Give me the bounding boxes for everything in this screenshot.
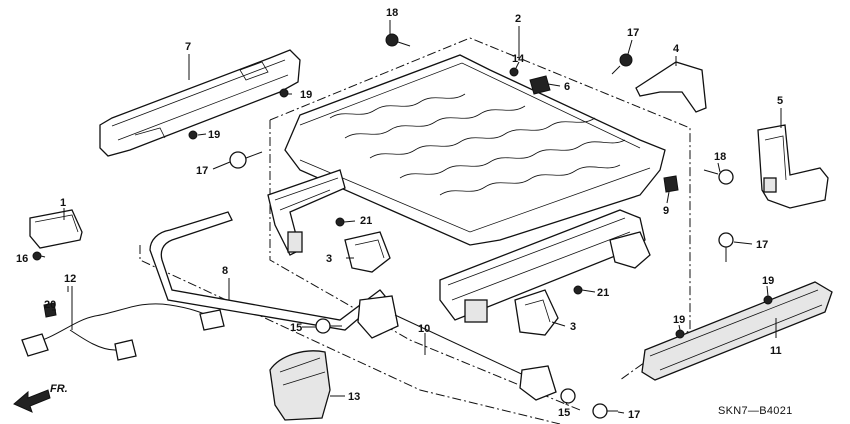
callout-1: 1 — [60, 197, 66, 209]
callout-4: 4 — [673, 43, 680, 55]
part-3-cover-right — [514, 289, 559, 336]
callout-19: 19 — [762, 275, 774, 287]
callout-21: 21 — [597, 287, 609, 299]
callout-21: 21 — [360, 215, 372, 227]
part-8-bar — [149, 211, 386, 331]
callout-17: 17 — [756, 239, 768, 251]
part-7-rail-cover — [99, 49, 301, 157]
callout-13: 13 — [348, 391, 360, 403]
left-rail — [267, 169, 346, 256]
callout-6: 6 — [564, 81, 570, 93]
part-10-rod — [357, 295, 557, 401]
part-12-harness — [21, 286, 225, 361]
callout-11: 11 — [770, 345, 782, 357]
callout-17: 17 — [196, 165, 208, 177]
callout-labels: 1 2 3 3 4 5 6 7 8 9 10 11 12 13 14 15 15… — [16, 7, 783, 421]
part-5-cover — [757, 124, 829, 209]
callout-5: 5 — [777, 95, 783, 107]
callout-16: 16 — [16, 253, 28, 265]
part-2-seat-frame — [284, 26, 666, 246]
callout-19: 19 — [208, 129, 220, 141]
callout-12: 12 — [64, 273, 76, 285]
callout-3: 3 — [326, 253, 332, 265]
right-rail — [439, 209, 651, 323]
callout-8: 8 — [222, 265, 228, 277]
callout-20: 20 — [44, 299, 56, 311]
part-13-side-cover — [269, 350, 331, 421]
diagram-code: SKN7—B4021 — [718, 405, 793, 417]
leader-lines — [40, 20, 782, 414]
callout-15: 15 — [290, 322, 302, 334]
part-4-bracket — [635, 61, 707, 113]
callout-19: 19 — [300, 89, 312, 101]
callout-18: 18 — [386, 7, 398, 19]
part-1-module — [29, 209, 83, 249]
callout-9: 9 — [663, 205, 669, 217]
callout-7: 7 — [185, 41, 191, 53]
callout-17: 17 — [628, 409, 640, 421]
callout-2: 2 — [515, 13, 521, 25]
fasteners — [32, 33, 773, 419]
part-3-cover-left — [344, 231, 391, 273]
callout-14: 14 — [512, 53, 525, 65]
part-11-rail-cover — [641, 281, 833, 381]
callout-17: 17 — [627, 27, 639, 39]
callout-18: 18 — [714, 151, 726, 163]
direction-label: FR. — [50, 383, 68, 395]
callout-10: 10 — [418, 323, 430, 335]
callout-3: 3 — [570, 321, 576, 333]
front-direction-arrow: FR. — [13, 383, 68, 413]
callout-19: 19 — [673, 314, 685, 326]
callout-15: 15 — [558, 407, 570, 419]
